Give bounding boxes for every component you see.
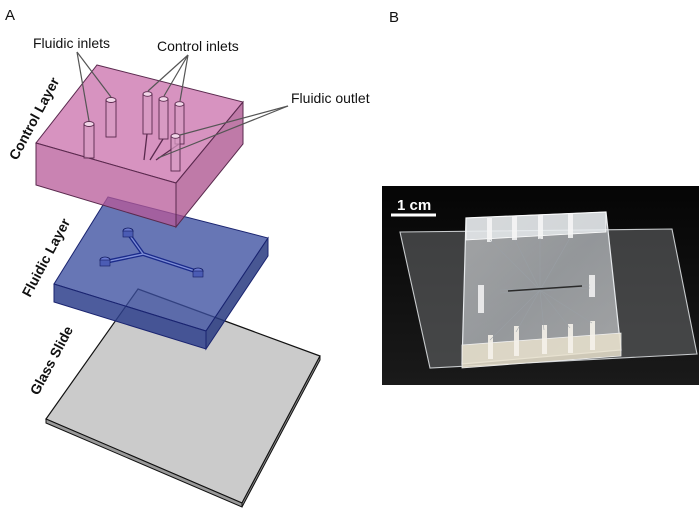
fluidic-inlet-tubes <box>83 97 117 159</box>
scale-bar-label: 1 cm <box>397 197 431 214</box>
control-inlet-tubes <box>142 91 185 161</box>
label-fluidic-inlets: Fluidic inlets <box>33 35 110 51</box>
panel-label-a: A <box>5 7 15 24</box>
callout-leader-lines <box>76 51 289 159</box>
photo-pdms-chip <box>461 211 622 369</box>
label-fluidic-outlet: Fluidic outlet <box>291 90 370 106</box>
label-control-inlets: Control inlets <box>157 38 239 54</box>
device-photograph: 1 cm <box>382 186 699 385</box>
glass-slide <box>45 288 321 508</box>
control-layer-block <box>35 64 244 229</box>
exploded-device-diagram: Fluidic inlets Control inlets Fluidic ou… <box>6 35 370 508</box>
fluidic-outlet-tube <box>170 133 181 172</box>
panel-label-b: B <box>389 9 399 26</box>
fluidic-layer-block <box>53 196 269 351</box>
